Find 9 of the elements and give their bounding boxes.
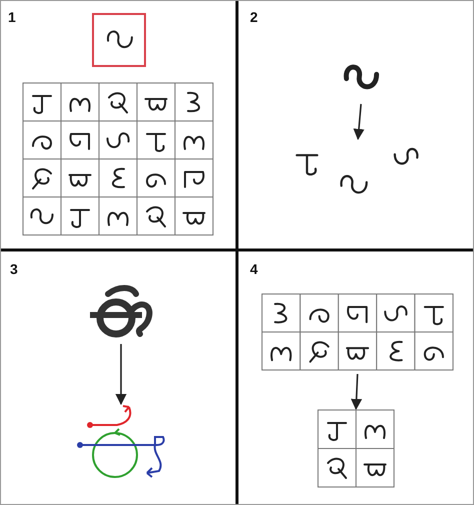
- panel-number: 4: [250, 262, 258, 276]
- panel-number: 3: [10, 262, 18, 276]
- panel-number: 2: [250, 10, 258, 24]
- arrow: [350, 374, 362, 410]
- panel-number: 1: [8, 10, 16, 24]
- character-grid-drawing: [262, 294, 453, 370]
- arrow: [353, 104, 364, 140]
- character-grid-drawing: [318, 410, 394, 487]
- arrow: [115, 344, 127, 406]
